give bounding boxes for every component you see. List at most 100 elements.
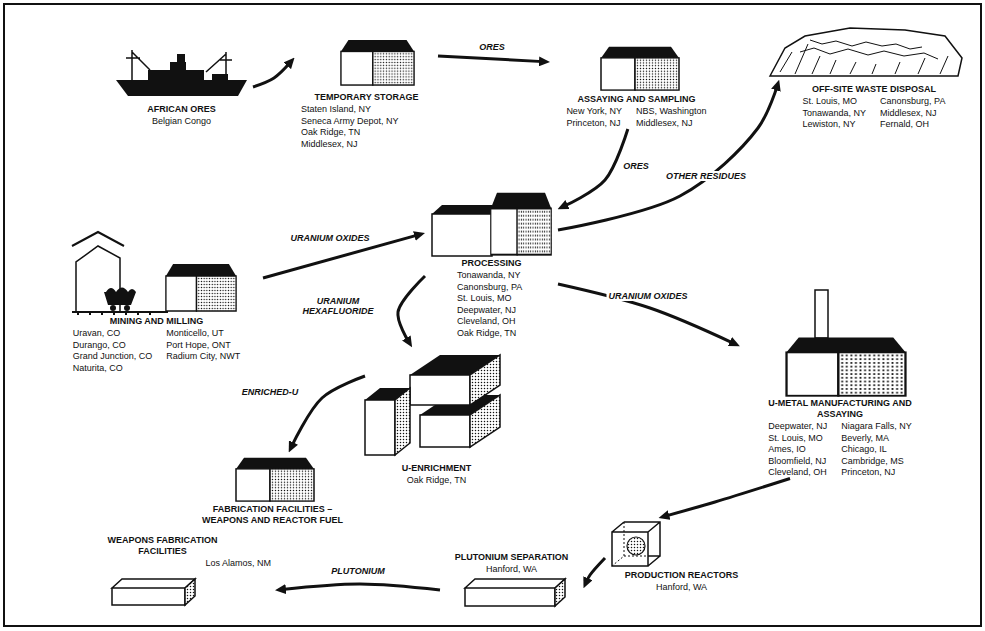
flow-arrow	[282, 584, 440, 590]
enrichment-side	[395, 388, 410, 455]
enrichment-front	[420, 415, 470, 447]
flow-label: ORES	[621, 161, 651, 171]
cart-wheel	[110, 305, 116, 311]
site-box: PROCESSINGTonawanda, NYCanonsburg, PASt.…	[425, 188, 558, 339]
site-list: Hanford, WA	[656, 582, 707, 594]
site-list: Belgian Congo	[152, 116, 211, 128]
flow-arrow	[292, 376, 365, 446]
site-name: Staten Island, NY	[301, 104, 399, 116]
flow-label: URANIUM OXIDES	[606, 291, 689, 301]
site-name: Middlesex, NJ	[636, 118, 707, 130]
enrichment-front	[410, 375, 470, 405]
site-name: NBS, Washington	[636, 106, 707, 118]
site-box: OFF-SITE WASTE DISPOSALSt. Louis, MOTona…	[780, 22, 968, 131]
site-name: Naturita, CO	[73, 363, 153, 375]
stage-heading: OFF-SITE WASTE DISPOSAL	[780, 84, 968, 95]
site-name: Belgian Congo	[152, 116, 211, 128]
site-list: New York, NYPrinceton, NJNBS, Washington…	[566, 106, 706, 129]
site-list: Tonawanda, NYCanonsburg, PASt. Louis, MO…	[457, 270, 522, 339]
mill-building	[166, 264, 236, 311]
flow-arrow	[558, 284, 734, 343]
flow-label: ENRICHED-U	[240, 387, 301, 397]
site-name: Port Hope, ONT	[166, 340, 240, 352]
flow-label-box: PLUTONIUM	[329, 566, 386, 576]
flow-label-box: URANIUM OXIDES	[288, 233, 371, 243]
site-name: Fernald, OH	[880, 119, 945, 131]
flow-label-box: URANIUM OXIDES	[606, 291, 689, 301]
site-name: Los Alamos, NM	[205, 558, 271, 570]
site-name: Monticello, UT	[166, 328, 240, 340]
site-name: Radium City, NWT	[166, 351, 240, 363]
reactor-cube	[612, 522, 660, 566]
site-box: PRODUCTION REACTORSHanford, WA	[605, 518, 758, 594]
site-box: WEAPONS FABRICATION FACILITIESLos Alamos…	[95, 535, 275, 607]
site-list: Uravan, CODurango, COGrand Junction, CON…	[73, 328, 240, 374]
site-box: FABRICATION FACILITIES – WEAPONS AND REA…	[195, 452, 350, 526]
stage-heading: PROCESSING	[425, 258, 558, 269]
stage-heading: U-METAL MANUFACTURING AND ASSAYING	[765, 398, 915, 420]
cart-wheel	[124, 305, 130, 311]
site-name: Deepwater, NJ	[457, 305, 522, 317]
site-box: U-METAL MANUFACTURING AND ASSAYINGDeepwa…	[740, 288, 940, 479]
flow-label: URANIUM OXIDES	[288, 233, 371, 243]
site-name: Seneca Army Depot, NY	[301, 116, 399, 128]
site-name: St. Louis, MO	[768, 433, 827, 445]
metal-building	[787, 337, 906, 395]
weapons-slab	[112, 579, 195, 605]
site-name: St. Louis, MO	[457, 293, 522, 305]
site-name: Hanford, WA	[486, 564, 537, 576]
flow-arrow	[564, 129, 628, 206]
mine-shed-roof	[72, 232, 124, 246]
fabrication-building	[236, 458, 314, 501]
storage-building	[341, 40, 414, 85]
site-box: MINING AND MILLINGUravan, CODurango, COG…	[50, 238, 263, 374]
flow-arrow	[665, 479, 790, 517]
stage-heading: FABRICATION FACILITIES – WEAPONS AND REA…	[199, 504, 347, 526]
site-name: Grand Junction, CO	[73, 351, 153, 363]
site-name: Cleveland, OH	[768, 467, 827, 479]
site-name: Princeton, NJ	[566, 118, 622, 130]
site-list: Los Alamos, NM	[205, 558, 271, 570]
flow-label: PLUTONIUM	[329, 566, 386, 576]
ore-cart	[104, 288, 136, 306]
site-name: Princeton, NJ	[841, 467, 912, 479]
enrichment-front	[365, 400, 395, 455]
reactor-hidden-edges	[612, 522, 648, 566]
site-name: Middlesex, NJ	[301, 139, 399, 151]
processing-roof	[432, 205, 492, 214]
site-name: Tonawanda, NY	[457, 270, 522, 282]
flow-label-box: ENRICHED-U	[240, 387, 301, 397]
flow-label-box: OTHER RESIDUES	[664, 171, 748, 181]
site-name: Uravan, CO	[73, 328, 153, 340]
site-name: Cambridge, MS	[841, 456, 912, 468]
site-name: Cleveland, OH	[457, 316, 522, 328]
site-list: Oak Ridge, TN	[407, 475, 466, 487]
separation-slab-side	[555, 579, 565, 606]
site-name: St. Louis, MO	[803, 96, 867, 108]
site-name: Tonawanda, NY	[803, 108, 867, 120]
flow-arrow	[253, 63, 290, 87]
site-name: Chicago, IL	[841, 444, 912, 456]
ship-masts	[126, 50, 232, 80]
stage-heading: U-ENRICHMENT	[365, 463, 508, 474]
stage-heading: WEAPONS FABRICATION FACILITIES	[95, 535, 230, 557]
site-box: ASSAYING AND SAMPLINGNew York, NYPrincet…	[550, 42, 723, 129]
flow-arrow	[586, 558, 605, 582]
waste-texture	[780, 40, 948, 74]
site-list: Hanford, WA	[486, 564, 537, 576]
chimney	[815, 290, 828, 338]
ship-superstructure	[148, 54, 228, 80]
site-name: Hanford, WA	[656, 582, 707, 594]
stage-heading: TEMPORARY STORAGE	[295, 92, 438, 103]
site-name: Oak Ridge, TN	[407, 475, 466, 487]
site-list: St. Louis, MOTonawanda, NYLewiston, NYCa…	[803, 96, 946, 131]
stage-heading: PRODUCTION REACTORS	[605, 570, 758, 581]
stage-heading: AFRICAN ORES	[110, 104, 253, 115]
flow-arrow	[558, 86, 777, 230]
site-name: Canonsburg, PA	[880, 96, 945, 108]
flow-label-box: URANIUM HEXAFLUORIDE	[292, 296, 384, 316]
site-name: Niagara Falls, NY	[841, 421, 912, 433]
site-name: Ames, IO	[768, 444, 827, 456]
enrichment-side	[470, 395, 500, 447]
